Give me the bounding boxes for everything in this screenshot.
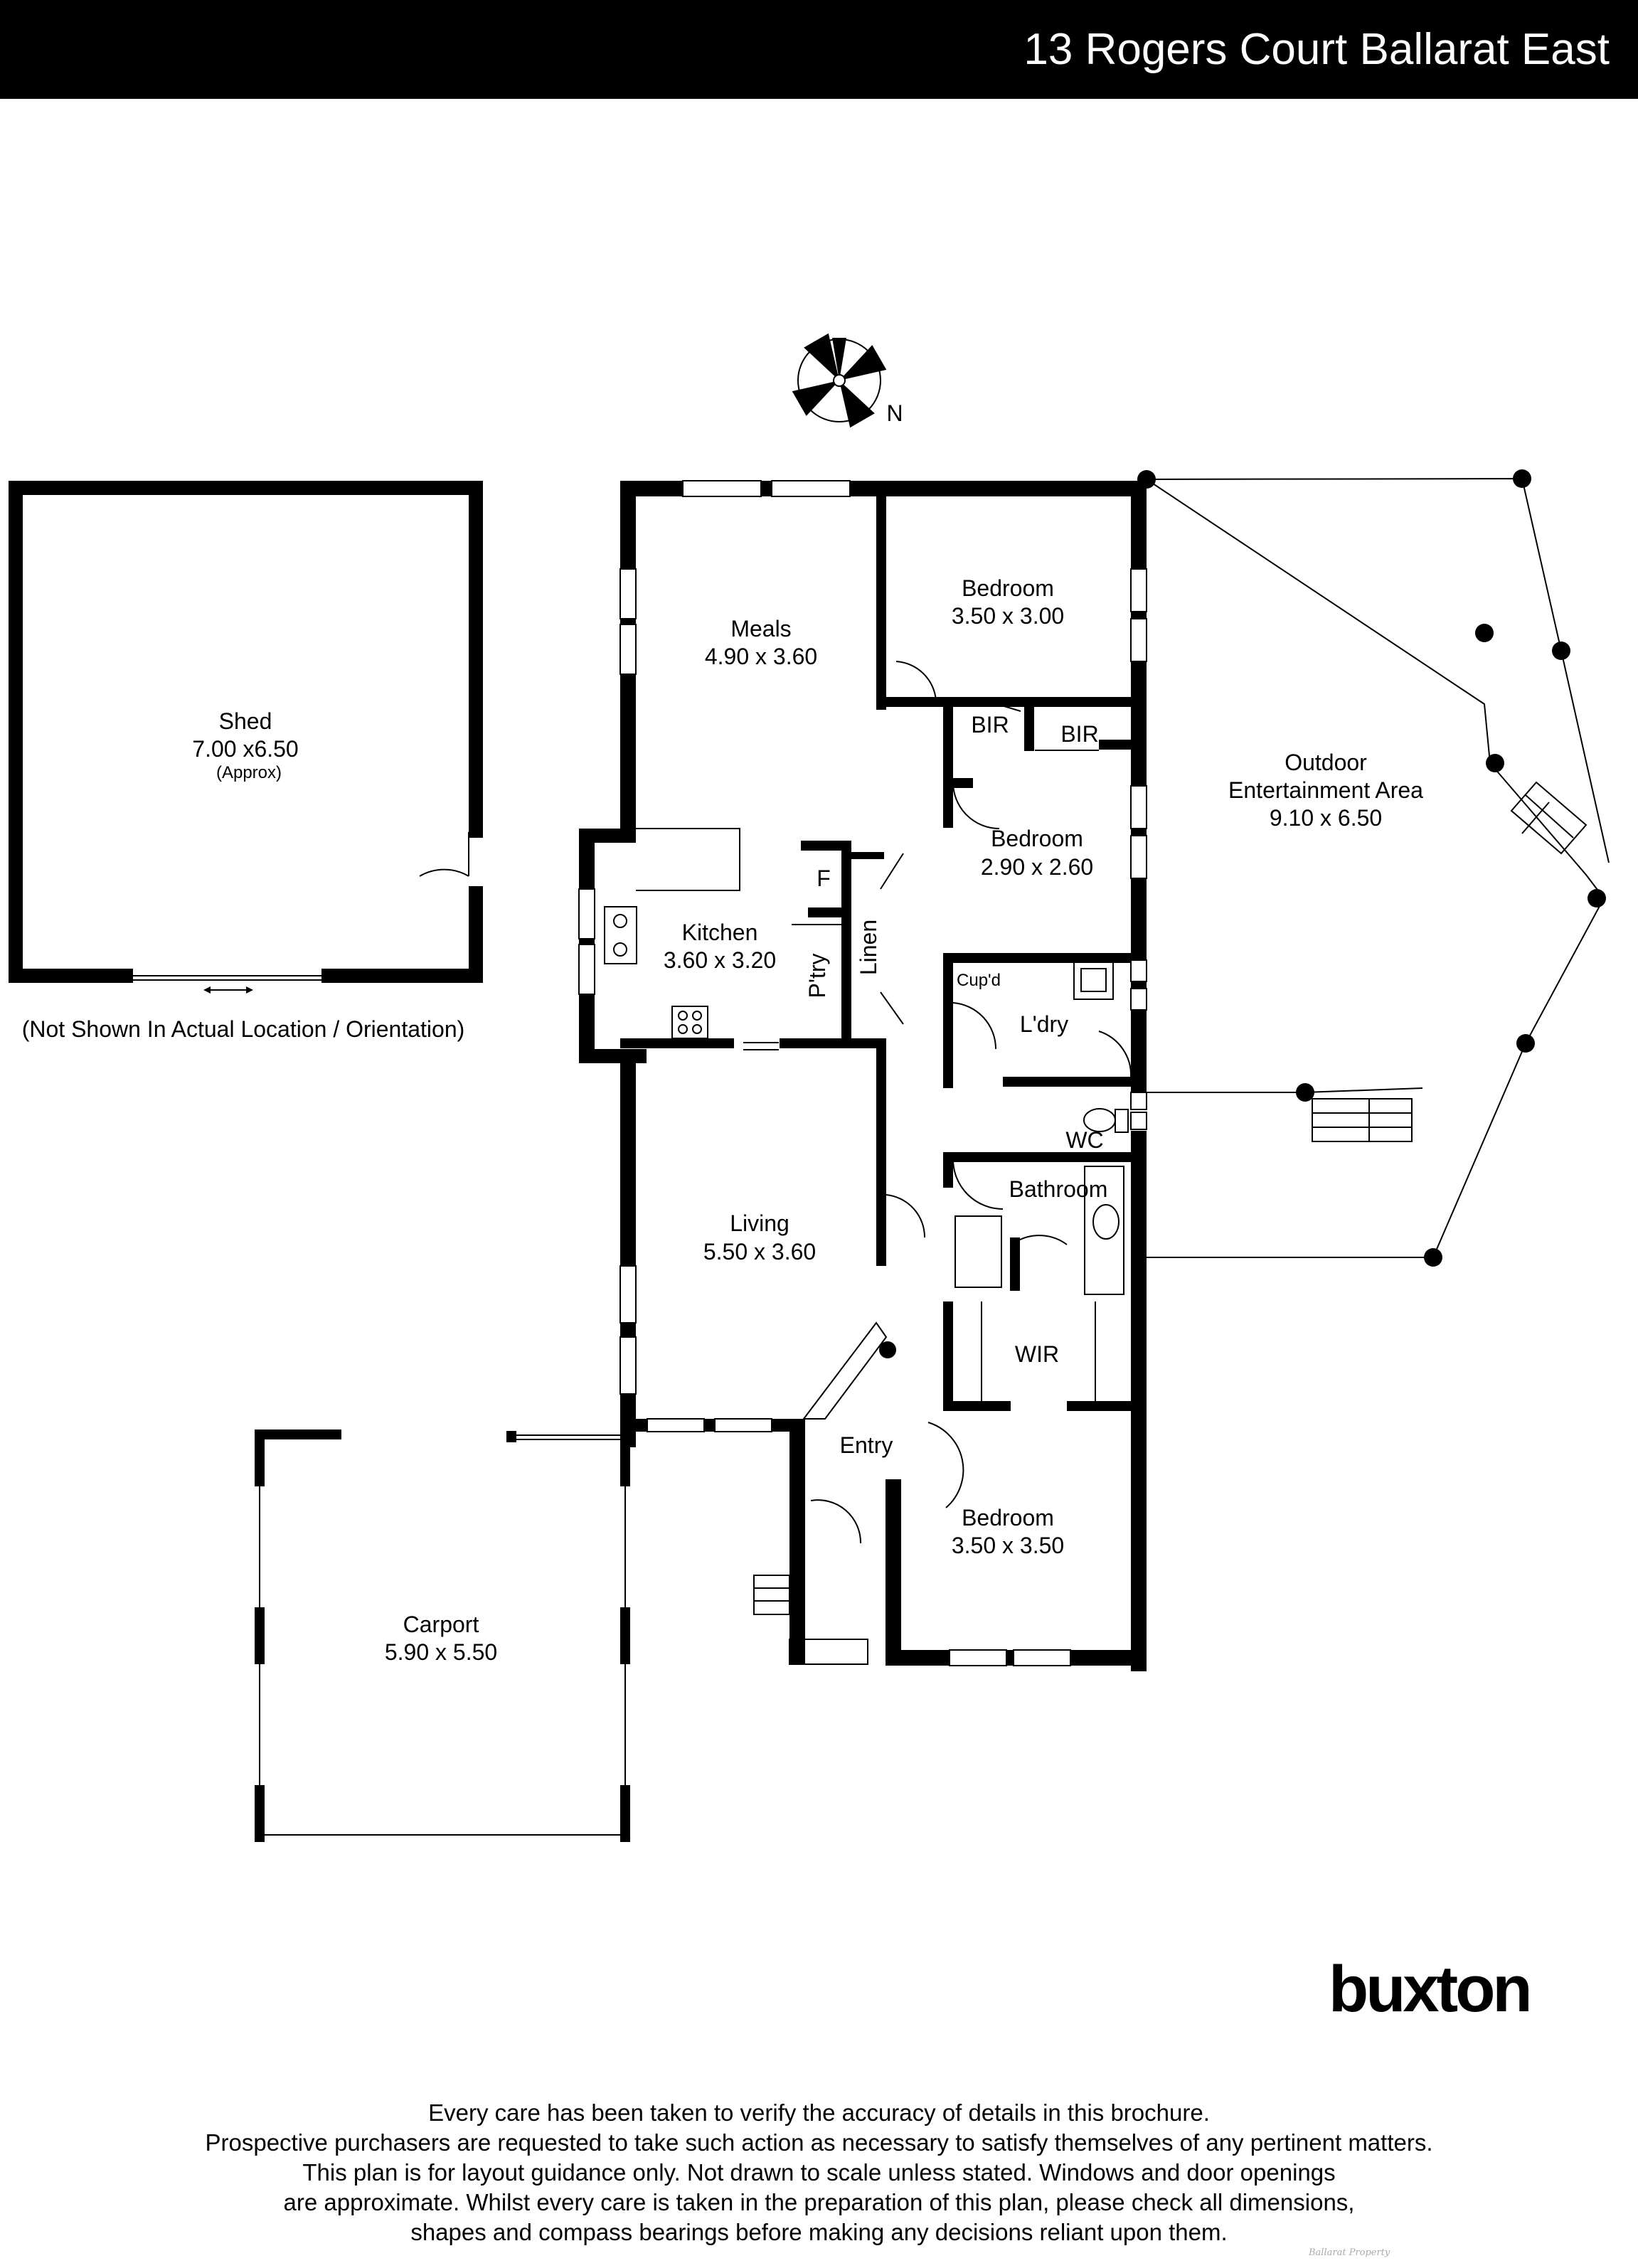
bedroom2-label: Bedroom: [991, 826, 1083, 851]
carport-size: 5.90 x 5.50: [385, 1639, 497, 1665]
bedroom1-size: 3.50 x 3.00: [952, 603, 1064, 629]
fridge-label: F: [817, 866, 831, 891]
interior-walls: [620, 496, 1147, 1411]
wc-label: WC: [1065, 1127, 1103, 1153]
floor-plan: N Shed 7.00 x6.50 (Approx) (Not Shown In…: [9, 333, 1610, 1842]
doors: [743, 661, 1132, 1544]
shed-approx-note: (Approx): [216, 763, 282, 782]
meals-size: 4.90 x 3.60: [705, 644, 817, 669]
disclaimer: Every care has been taken to verify the …: [0, 2098, 1638, 2247]
bathroom-label: Bathroom: [1009, 1176, 1108, 1202]
kitchen-fittings: [604, 828, 740, 1039]
living-size: 5.50 x 3.60: [703, 1239, 816, 1265]
pantry-label: P'try: [804, 954, 830, 999]
meals-label: Meals: [730, 616, 791, 641]
carport-outline: [255, 1430, 630, 1842]
wet-area-fittings: [954, 959, 1129, 1295]
shed-roller-door: [133, 975, 321, 994]
shed-door: [419, 832, 469, 877]
wir-label: WIR: [1015, 1341, 1059, 1367]
compass-north-label: N: [886, 400, 903, 426]
shed-walls: [9, 481, 483, 983]
outdoor-size: 9.10 x 6.50: [1270, 805, 1382, 831]
windows: [578, 480, 1147, 1666]
wir-rails: [981, 1301, 1096, 1401]
shed-size: 7.00 x6.50: [192, 736, 298, 762]
header-bar: 13 Rogers Court Ballarat East: [0, 0, 1638, 99]
shed-location-note: (Not Shown In Actual Location / Orientat…: [22, 1016, 465, 1042]
bir2-label: BIR: [1060, 721, 1098, 747]
cupboard-label: Cup'd: [957, 971, 1001, 990]
bedroom1-label: Bedroom: [962, 575, 1054, 601]
outdoor-deck: [1137, 469, 1610, 1267]
entry-label: Entry: [840, 1432, 893, 1458]
shed-label: Shed: [219, 708, 272, 734]
compass-icon: [792, 333, 887, 428]
bedroom3-size: 3.50 x 3.50: [952, 1533, 1064, 1558]
entry-steps: [753, 1575, 868, 1665]
hall-stairs: [802, 1321, 896, 1420]
outdoor-label-line1: Outdoor: [1285, 750, 1367, 775]
disclaimer-line: are approximate. Whilst every care is ta…: [283, 2189, 1355, 2215]
carport-label: Carport: [403, 1612, 479, 1637]
kitchen-label: Kitchen: [682, 920, 758, 945]
outdoor-label-line2: Entertainment Area: [1228, 777, 1423, 803]
laundry-label: L'dry: [1020, 1011, 1068, 1037]
kitchen-size: 3.60 x 3.20: [664, 947, 776, 973]
bedroom2-size: 2.90 x 2.60: [981, 854, 1093, 880]
disclaimer-line: shapes and compass bearings before makin…: [410, 2219, 1228, 2245]
bir1-label: BIR: [971, 712, 1009, 738]
living-label: Living: [730, 1210, 789, 1236]
house-walls: [579, 481, 1147, 1671]
watermark: Ballarat Property: [1309, 2247, 1390, 2258]
disclaimer-line: Prospective purchasers are requested to …: [205, 2129, 1433, 2156]
page-title: 13 Rogers Court Ballarat East: [1023, 25, 1610, 74]
linen-label: Linen: [856, 920, 881, 975]
buxton-logo: buxton: [1329, 1953, 1533, 2025]
disclaimer-line: This plan is for layout guidance only. N…: [302, 2159, 1336, 2186]
bedroom3-label: Bedroom: [962, 1505, 1054, 1530]
disclaimer-line: Every care has been taken to verify the …: [428, 2099, 1210, 2126]
